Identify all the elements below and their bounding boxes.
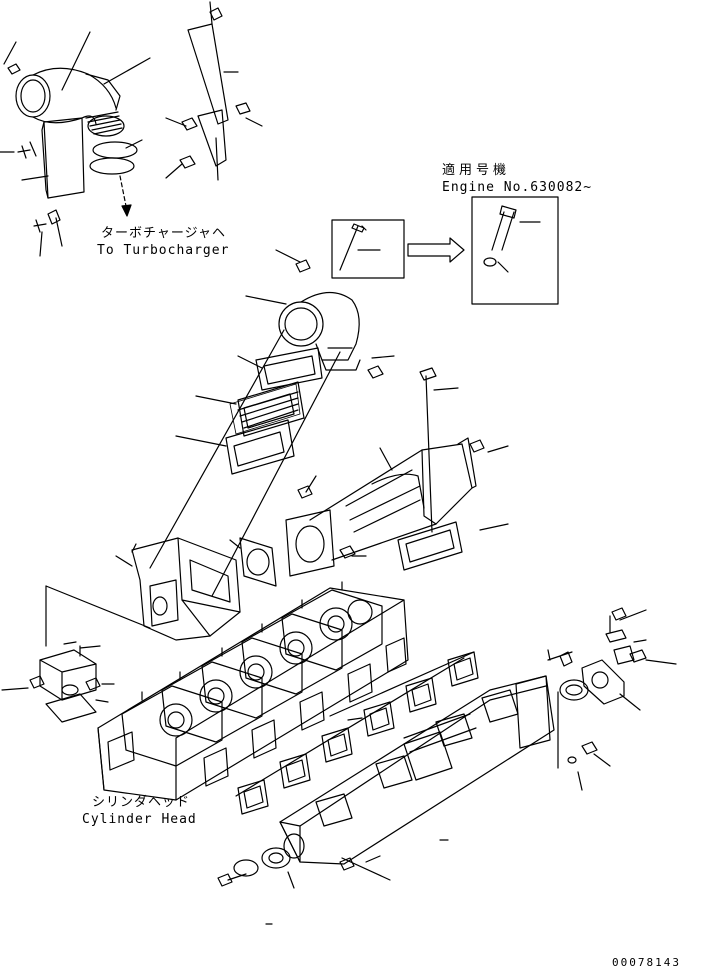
drawing-number: 00078143	[612, 956, 681, 969]
applicable-serial-label: Engine No.630082~	[442, 180, 593, 195]
turbo-elbow-group	[0, 1, 263, 257]
intake-elbow-group	[149, 249, 395, 597]
to-turbocharger-label-jp: ターボチャージャヘ	[101, 226, 226, 241]
right-bracket-group	[557, 607, 677, 791]
cylinder-head-label-jp: シリンダヘッド	[92, 795, 191, 810]
left-plate-group	[1, 585, 151, 723]
aftercooler-housing	[115, 537, 241, 641]
applicable-serial-label-jp: 適用号機	[442, 163, 511, 178]
cylinder-heads	[97, 581, 409, 801]
cylinder-head-label: Cylinder Head	[82, 812, 197, 827]
exhaust-manifold	[217, 649, 573, 925]
serial-change-callout	[331, 196, 559, 305]
air-connector-group	[229, 367, 509, 587]
to-turbocharger-label: To Turbocharger	[97, 243, 230, 258]
